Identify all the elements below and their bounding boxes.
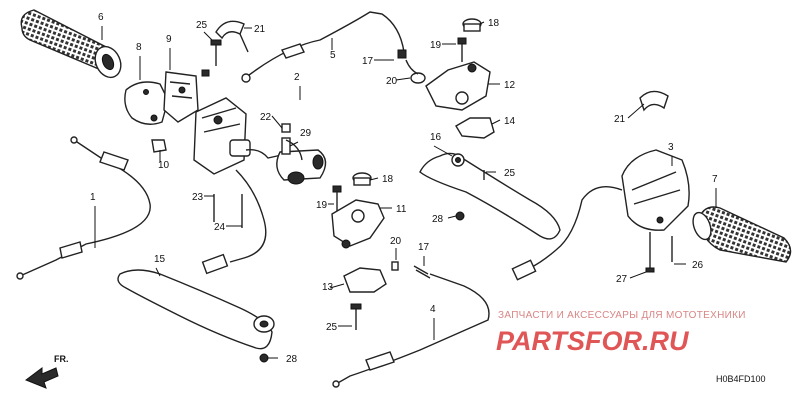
callout-label: 21 bbox=[254, 24, 266, 35]
small-clip bbox=[151, 139, 167, 153]
callout-label: 26 bbox=[692, 260, 704, 271]
callout-leader bbox=[271, 115, 283, 129]
callout-label: 27 bbox=[616, 274, 628, 285]
callout-leader bbox=[395, 77, 411, 81]
lower-screw-head bbox=[350, 303, 362, 310]
callout-label: 9 bbox=[166, 34, 172, 45]
direction-arrow-icon: FR. bbox=[24, 354, 69, 389]
callout-label: 18 bbox=[382, 174, 394, 185]
watermark-subtitle: ЗАПЧАСТИ И АКСЕССУАРЫ ДЛЯ МОТОТЕХНИКИ bbox=[498, 310, 746, 321]
callout-leader bbox=[433, 145, 453, 157]
right-grip bbox=[692, 206, 792, 263]
callout-label: 22 bbox=[260, 112, 272, 123]
lower-cable bbox=[332, 273, 490, 388]
callout-leader bbox=[479, 21, 485, 25]
screw-top bbox=[210, 39, 222, 66]
callout-label: 20 bbox=[386, 76, 398, 87]
callout-label: 8 bbox=[136, 42, 142, 53]
callout-label: 6 bbox=[98, 12, 104, 23]
callout-label: 23 bbox=[192, 192, 204, 203]
callout-label: 25 bbox=[504, 168, 516, 179]
callout-label: 15 bbox=[154, 254, 166, 265]
front-brake-lever bbox=[419, 152, 561, 240]
callout-label: 7 bbox=[712, 174, 718, 185]
callout-leader bbox=[447, 215, 457, 219]
callout-label: 10 bbox=[158, 160, 170, 171]
left-switch-assembly bbox=[193, 97, 327, 275]
callout-label: 20 bbox=[390, 236, 402, 247]
callout-label: 17 bbox=[362, 56, 374, 67]
callout-label: 16 bbox=[430, 132, 442, 143]
callout-label: 3 bbox=[668, 142, 674, 153]
left-lever-holder bbox=[331, 172, 385, 249]
reservoir-cap-top bbox=[462, 18, 482, 32]
callout-label: 29 bbox=[300, 128, 312, 139]
callout-label: 17 bbox=[418, 242, 430, 253]
holder-bracket bbox=[455, 117, 495, 139]
callout-leader bbox=[491, 119, 501, 125]
callout-leader bbox=[203, 31, 213, 41]
callout-label: 25 bbox=[196, 20, 208, 31]
callout-layer: 1234567891011121314151617171818191920202… bbox=[90, 12, 718, 365]
callout-label: 24 bbox=[214, 222, 226, 233]
lower-small-parts bbox=[391, 261, 431, 279]
clutch-cable-left bbox=[16, 136, 151, 280]
wire-band-right bbox=[639, 90, 669, 112]
callout-leader bbox=[155, 267, 161, 277]
callout-leader bbox=[289, 141, 299, 147]
right-lever-holder bbox=[405, 37, 491, 111]
callout-label: 21 bbox=[614, 114, 626, 125]
wire-band-left bbox=[215, 20, 249, 53]
callout-label: 28 bbox=[286, 354, 298, 365]
callout-leader bbox=[329, 283, 345, 289]
callout-label: 13 bbox=[322, 282, 334, 293]
callout-label: 2 bbox=[294, 72, 300, 83]
callout-label: 12 bbox=[504, 80, 516, 91]
left-grip bbox=[20, 9, 122, 79]
callout-label: 18 bbox=[488, 18, 500, 29]
watermark-title: PARTSFOR.RU bbox=[496, 326, 690, 356]
lower-bracket bbox=[343, 267, 387, 293]
upper-cable bbox=[241, 11, 407, 83]
callout-leader bbox=[369, 177, 379, 181]
callout-label: 11 bbox=[396, 204, 407, 215]
clutch-lever bbox=[117, 269, 275, 363]
callout-label: 25 bbox=[326, 322, 338, 333]
callout-label: 1 bbox=[90, 192, 96, 203]
callout-label: 5 bbox=[330, 50, 336, 61]
direction-label: FR. bbox=[54, 354, 69, 364]
switch-bracket bbox=[163, 69, 210, 123]
right-switch-assembly bbox=[511, 149, 690, 281]
callout-label: 14 bbox=[504, 116, 516, 127]
figure-code: H0B4FD100 bbox=[716, 374, 766, 384]
callout-label: 19 bbox=[430, 40, 442, 51]
watermark: ЗАПЧАСТИ И АКСЕССУАРЫ ДЛЯ МОТОТЕХНИКИ PA… bbox=[496, 310, 746, 356]
callout-leader bbox=[627, 103, 645, 119]
callout-label: 28 bbox=[432, 214, 444, 225]
callout-leader bbox=[629, 271, 647, 279]
switch-housing-cover bbox=[124, 81, 169, 125]
callout-label: 19 bbox=[316, 200, 328, 211]
callout-label: 4 bbox=[430, 304, 436, 315]
